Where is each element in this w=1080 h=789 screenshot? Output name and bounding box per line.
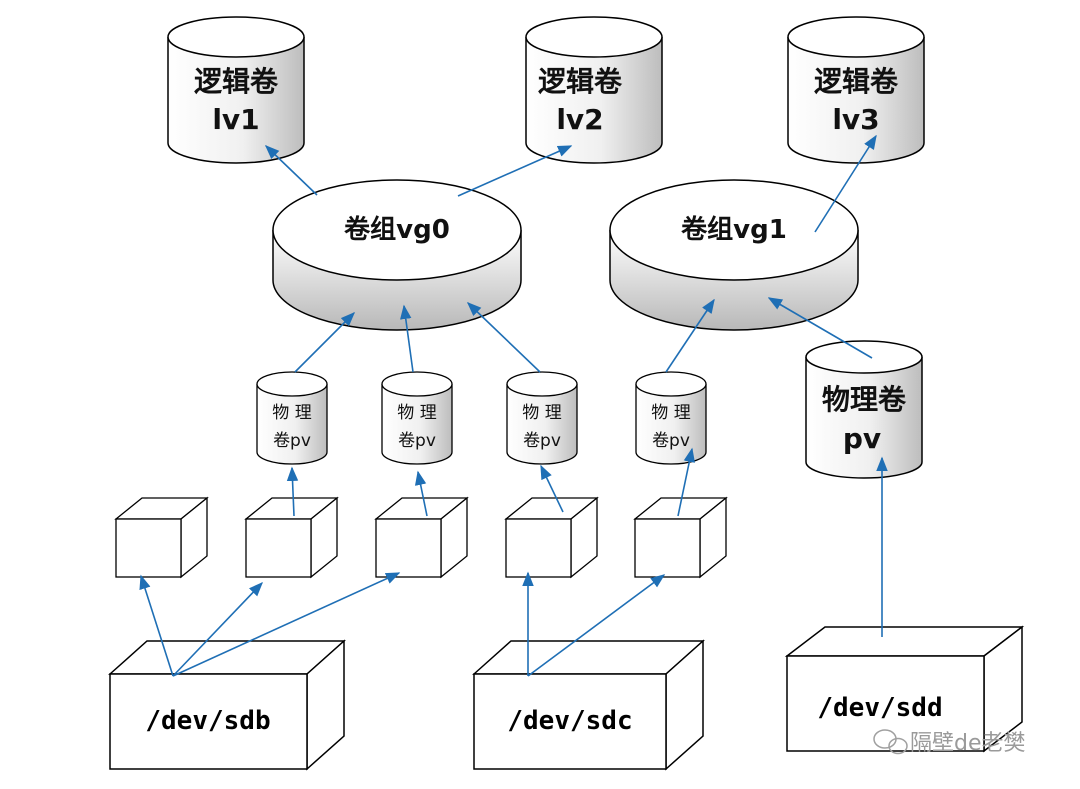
wechat-icon (873, 729, 908, 755)
logical-volume-lv2: 逻辑卷 lv2 (525, 16, 663, 164)
physical-volume-3: 物 理 卷pv (506, 371, 578, 465)
volume-group-vg0: 卷组vg0 (272, 179, 522, 331)
arrow-part4-to-pv3 (540, 464, 564, 513)
pv3-line1: 物 理 (522, 403, 561, 423)
lv3-title: 逻辑卷 (814, 65, 899, 98)
volume-group-vg1: 卷组vg1 (609, 179, 859, 331)
lv2-title: 逻辑卷 (538, 65, 623, 98)
device-sdb-label: /dev/sdb (145, 706, 270, 736)
arrow-pv3-to-vg0 (466, 302, 541, 373)
physical-volume-1: 物 理 卷pv (256, 371, 328, 465)
physical-volume-2: 物 理 卷pv (381, 371, 453, 465)
device-sdc: /dev/sdc (472, 639, 705, 771)
vg1-label: 卷组vg1 (681, 214, 787, 245)
pv4-line2: 卷pv (652, 431, 690, 451)
lv3-name: lv3 (832, 103, 879, 136)
device-sdd-label: /dev/sdd (817, 693, 942, 723)
pv-large-line1: 物理卷 (822, 383, 907, 416)
logical-volume-lv1: 逻辑卷 lv1 (167, 16, 305, 164)
logical-volume-lv3: 逻辑卷 lv3 (787, 16, 925, 164)
arrow-pv4-to-vg1 (665, 298, 715, 373)
pv3-line2: 卷pv (523, 431, 561, 451)
vg0-label: 卷组vg0 (344, 214, 450, 245)
arrow-part3-to-pv2 (414, 470, 428, 517)
device-sdd: /dev/sdd (784, 625, 1025, 753)
partition-4 (504, 496, 599, 579)
pv1-line2: 卷pv (273, 431, 311, 451)
arrow-pvlarge-to-vg1 (767, 297, 873, 359)
connector-arrows (139, 134, 888, 677)
arrow-part5-to-pv4 (677, 447, 695, 517)
pv2-line1: 物 理 (397, 403, 436, 423)
pv-large-line2: pv (843, 422, 881, 455)
pv2-line2: 卷pv (398, 431, 436, 451)
arrow-sdb-to-part3 (172, 572, 401, 677)
pv4-line1: 物 理 (651, 403, 690, 423)
arrow-sdc-to-part5 (527, 574, 666, 677)
partition-5 (633, 496, 728, 579)
physical-volume-4: 物 理 卷pv (635, 371, 707, 465)
lv1-name: lv1 (212, 103, 259, 136)
physical-volume-large: 物理卷 pv (805, 340, 923, 479)
partition-2 (244, 496, 339, 579)
pv1-line1: 物 理 (272, 403, 311, 423)
arrow-part2-to-pv1 (286, 466, 299, 517)
arrow-pv1-to-vg0 (294, 311, 356, 373)
device-sdb: /dev/sdb (108, 639, 346, 771)
partition-3 (374, 496, 469, 579)
lv2-name: lv2 (556, 103, 603, 136)
device-sdc-label: /dev/sdc (507, 706, 632, 736)
arrow-vg0-to-lv1 (264, 145, 318, 196)
arrow-pv2-to-vg0 (400, 304, 414, 373)
arrow-sdb-to-part2 (172, 581, 263, 677)
partition-1 (114, 496, 209, 579)
arrow-vg0-to-lv2 (457, 145, 573, 197)
arrow-vg1-to-lv3 (814, 134, 877, 233)
watermark-text: 隔壁de老樊 (910, 731, 1026, 756)
arrow-sdb-to-part1 (139, 574, 174, 677)
lv1-title: 逻辑卷 (194, 65, 279, 98)
watermark: 隔壁de老樊 (873, 729, 1026, 756)
